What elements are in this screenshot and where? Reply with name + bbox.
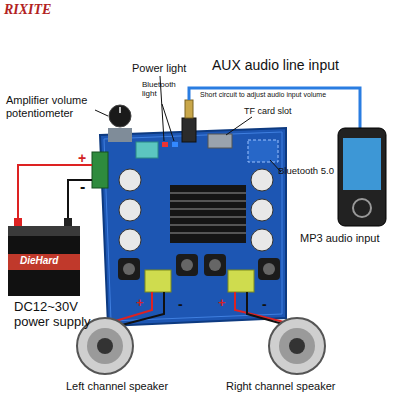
capacitor: [119, 169, 141, 191]
heatsink: [170, 185, 246, 243]
polarity-sign: +: [218, 296, 226, 311]
inductor: [176, 254, 198, 276]
speaker: [269, 318, 325, 374]
battery-terminal: [64, 218, 72, 226]
callout-label: DC12~30V power supply: [14, 300, 114, 330]
module-block: [136, 142, 158, 158]
mp3-screen: [343, 138, 381, 190]
speaker-cone: [279, 328, 315, 364]
potentiometer-base: [108, 128, 132, 142]
polarity-sign: -: [80, 178, 85, 196]
leader-line: [162, 104, 174, 141]
callout-label: Power light: [132, 62, 186, 75]
callout-label: Right channel speaker: [226, 380, 335, 393]
mp3-button: [353, 199, 371, 217]
speaker-terminal: [145, 270, 171, 292]
polarity-sign: +: [136, 296, 144, 311]
leader-line: [226, 117, 252, 135]
power-led: [162, 142, 168, 147]
knob-mark: [119, 107, 121, 113]
amplifier-board: [100, 128, 286, 326]
inductor-core: [263, 263, 275, 275]
bluetooth-led: [172, 142, 178, 147]
mp3-player: [338, 128, 386, 226]
tf-card-slot: [208, 134, 232, 148]
speaker-cap: [97, 338, 113, 354]
capacitor: [251, 169, 273, 191]
section-title: AUX audio line input: [212, 57, 339, 73]
power-terminal: [92, 152, 108, 188]
polarity-sign: -: [262, 296, 267, 312]
battery-terminal: [14, 218, 22, 226]
bluetooth-module: [248, 140, 278, 162]
aux-cable: [189, 88, 360, 128]
capacitors: [119, 169, 273, 251]
callout-label: MP3 audio input: [300, 232, 380, 245]
potentiometer-knob: [109, 105, 131, 127]
polarity-sign: +: [78, 150, 86, 166]
inductor: [118, 258, 140, 280]
speaker-cone: [87, 328, 123, 364]
callout-label: TF card slot: [244, 106, 292, 116]
inductor: [258, 258, 280, 280]
heatsink-fins: [170, 193, 246, 233]
aux-jack: [182, 118, 196, 142]
watermark: RIXITE: [4, 2, 51, 18]
board-edge: [104, 132, 282, 321]
capacitor: [119, 229, 141, 251]
leader-line: [95, 110, 108, 116]
polarity-sign: -: [178, 296, 183, 312]
callout-label: Left channel speaker: [66, 380, 168, 393]
power-wire: [18, 165, 92, 218]
callout-label: Bluetooth light: [142, 80, 182, 98]
battery-stripe: [8, 254, 80, 270]
speaker-wire: [112, 292, 152, 322]
callout-label: Bluetooth 5.0: [278, 166, 334, 177]
callout-label: Short circuit to adjust audio input volu…: [200, 91, 326, 99]
speaker-cap: [289, 338, 305, 354]
callout-label: Amplifier volume potentiometer: [6, 94, 102, 119]
aux-plug: [185, 100, 193, 118]
inductor-core: [123, 263, 135, 275]
inductor: [204, 254, 226, 276]
inductors: [118, 254, 280, 280]
speaker-terminal: [228, 270, 254, 292]
speaker-wire: [118, 292, 164, 326]
battery-lid: [8, 226, 80, 236]
inductor-core: [181, 259, 193, 271]
capacitor: [251, 229, 273, 251]
inductor-core: [209, 259, 221, 271]
capacitor: [251, 199, 273, 221]
brand-text: DieHard: [20, 255, 58, 267]
battery: [8, 236, 80, 296]
capacitor: [119, 199, 141, 221]
